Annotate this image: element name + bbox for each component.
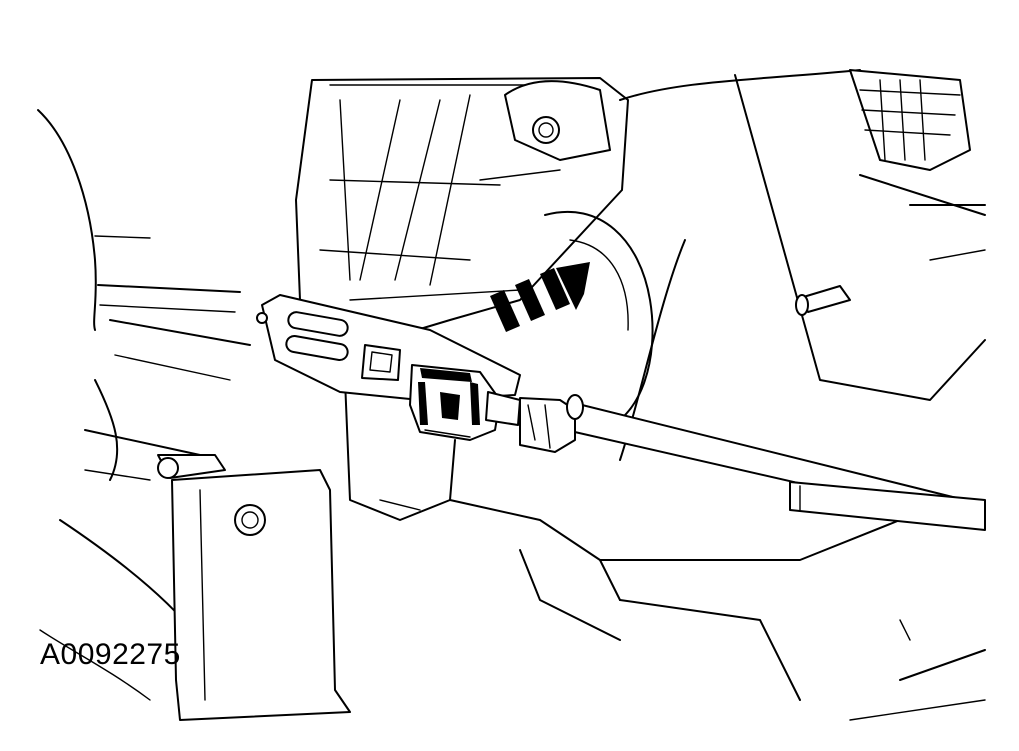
right-housing — [619, 69, 986, 401]
right-stud — [795, 285, 851, 316]
shift-cable — [565, 401, 986, 531]
figure-id-label: A0092275 — [40, 638, 181, 671]
front-mounting-plate — [157, 454, 351, 721]
direction-arrow-icon — [490, 262, 590, 332]
cable-end-fitting — [519, 394, 584, 453]
console-rail — [84, 284, 251, 481]
upper-bolt — [504, 80, 611, 161]
lower-body — [344, 379, 986, 721]
cable-connector — [409, 364, 521, 441]
